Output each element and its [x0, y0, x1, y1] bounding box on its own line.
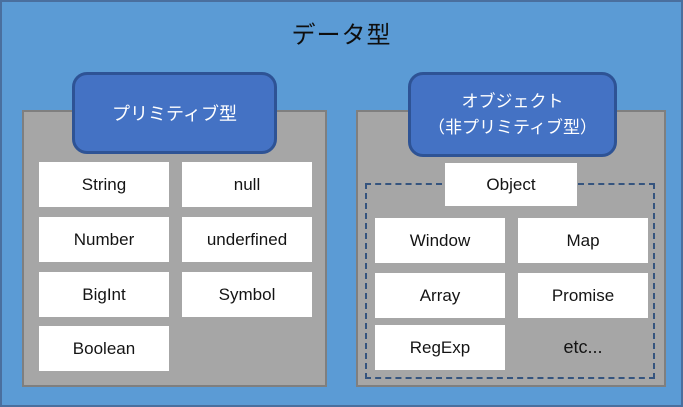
type-box-underfined: underfined [182, 217, 312, 262]
type-box-regexp: RegExp [375, 325, 505, 370]
type-box-map: Map [518, 218, 648, 263]
primitive-group-header-label: プリミティブ型 [112, 104, 237, 124]
primitive-types-panel: String null Number underfined BigInt Sym… [22, 110, 327, 387]
type-box-object: Object [445, 163, 577, 206]
type-box-string: String [39, 162, 169, 207]
type-box-array: Array [375, 273, 505, 318]
type-box-symbol: Symbol [182, 272, 312, 317]
type-box-null: null [182, 162, 312, 207]
type-box-number: Number [39, 217, 169, 262]
type-box-window: Window [375, 218, 505, 263]
page-title: データ型 [291, 22, 392, 49]
type-box-boolean: Boolean [39, 326, 169, 371]
type-box-bigint: BigInt [39, 272, 169, 317]
object-group-header-line2: （非プリミティブ型） [428, 117, 597, 137]
more-types-label: etc... [563, 337, 603, 357]
type-box-promise: Promise [518, 273, 648, 318]
object-group-header: オブジェクト （非プリミティブ型） [408, 72, 617, 157]
object-group-header-line1: オブジェクト [461, 92, 564, 111]
primitive-group-header: プリミティブ型 [72, 72, 277, 154]
